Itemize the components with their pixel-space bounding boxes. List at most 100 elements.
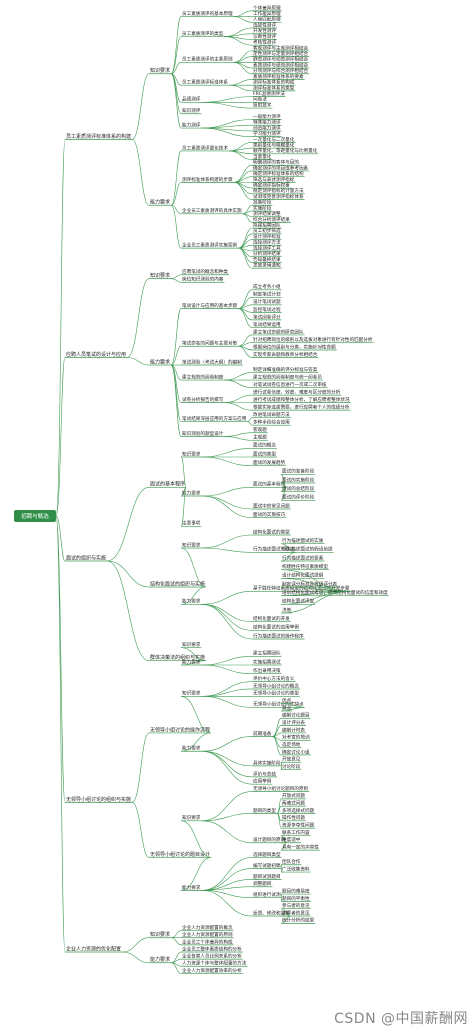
section-3-0-1-0-3: 对考官的培训 <box>282 734 310 741</box>
section-0-0-0-0-connector <box>233 10 253 17</box>
section-3-1-1-0: 选择题目类型 <box>253 851 281 858</box>
section-1-1-0-4: 笔试阅卷评分 <box>253 313 281 320</box>
section-3-1-0-1-3: 操作性问题 <box>282 814 305 821</box>
section-3-0-1-0-5-connector <box>272 736 282 756</box>
section-2-1-1-0-5: 决策 <box>282 606 292 613</box>
section-0-1-3-6-connector <box>238 247 253 263</box>
section-3-1-1-5-connector <box>201 890 253 917</box>
section-2-2-1-2-connector <box>201 664 253 674</box>
section-0-1-2-3: 综合分析测评结果 <box>253 216 290 223</box>
section-2-1-1-0-5-connector <box>280 591 351 614</box>
section-3-0-1-connector <box>180 732 212 752</box>
section-2-1-1-1: 结构化面试的开发 <box>253 615 290 622</box>
section-2-0: 面试的基本程序 <box>150 481 185 488</box>
section-3-1-1-5-0: 参与者的意见 <box>282 902 310 909</box>
section-4-0-1: 企业人力资源配置的原则 <box>182 931 233 938</box>
section-2-1-1-0-0: 构建胜任特征素质模型 <box>282 563 328 570</box>
section-0-0-1-3: 考核性测评 <box>253 39 276 46</box>
section-2-1-1-2: 结构化面试的应用举例 <box>253 624 299 631</box>
section-1-1-4-1: 进行考试成绩和整体分析，了解应聘者整体状况 <box>253 396 350 403</box>
section-0-0-4-0: FRC品德测评法 <box>253 90 285 97</box>
section-3-1-0: 知识要求 <box>182 814 201 821</box>
section-2-2-1: 能力要求 <box>182 658 201 665</box>
section-0-1-1-0: 明确测评的客体与目的 <box>253 159 299 166</box>
section-2-0-1-0-3: 面试的评价阶段 <box>282 494 315 501</box>
section-1-1-4-2: 根据实际选拔需要，进行应聘者个人的成绩分析 <box>253 404 350 411</box>
section-2-1-1: 能力要求 <box>182 598 201 605</box>
section-0-0-6: 能力测评 <box>182 121 201 128</box>
section-3-0-connector <box>131 732 150 803</box>
section-3-0-0-3-connector <box>201 696 253 708</box>
section-4-1-connector <box>121 951 150 964</box>
section-0-1-1-3: 筛选与表述测评指标 <box>253 176 295 183</box>
section-0-0-2-4-connector <box>233 62 253 75</box>
section-0-1-3: 企业员工素质测评实施案例 <box>182 242 238 249</box>
section-2-0-0-1: 面试的类型 <box>253 450 276 457</box>
section-0-0-3-1: 测评标准体系的构成 <box>253 79 295 86</box>
section-0-1-0-3-connector <box>228 150 253 160</box>
section-2-1-1-1-connector <box>201 604 253 622</box>
section-1-1-5-0-connector <box>247 417 253 422</box>
section-0-0-1-3-connector <box>224 36 253 46</box>
root-node: 招聘与甄选 <box>14 510 56 522</box>
section-0-1-2-connector <box>170 204 182 215</box>
section-2-0-1-0-connector <box>201 487 253 497</box>
section-0-1-3-6: 告知最终结果 <box>253 256 281 263</box>
section-0-1-0-3: 当量量化 <box>253 153 272 160</box>
section-3-0-1-2-connector <box>201 750 253 778</box>
section-0-0: 知识要求 <box>150 67 170 74</box>
section-0-0-2-3: 素质测评与绩效测评相结合 <box>253 61 309 68</box>
section-0-0-6-connector <box>170 73 182 129</box>
section-0-0-3: 员工素质测评标准体系 <box>182 79 228 86</box>
section-1-1-0-5: 笔试结果运用 <box>253 321 281 328</box>
section-0-1-1-1: 确定测评的项目或参考因素 <box>253 164 309 171</box>
section-3-1-0-1-0: 开放式问题 <box>282 792 305 799</box>
section-0-0-1-2: 诊断性测评 <box>253 33 276 40</box>
section-1-1-5-0: 改进笔试命题方法 <box>253 411 290 418</box>
section-0-1-3-5: 分析测评结果 <box>253 250 281 257</box>
section-1-1-3-1: 建立规范的阅卷制度与统一阅卷员 <box>253 373 322 380</box>
section-2-1-1-0-4: 结构化面试评定 <box>282 598 315 605</box>
section-3-1-0-2-0: 联系工作内容 <box>282 829 310 836</box>
section-3-1-1-4-0: 题目的难易度 <box>282 887 310 894</box>
section-2-1-0-1-0: 行为描述面试的实质 <box>282 537 324 544</box>
section-4-1-0: 企业员工整体素质结构的分析 <box>182 945 242 952</box>
section-0-1-0: 员工素质测评量化技术 <box>182 144 228 151</box>
section-0-1-3-1-connector <box>238 233 253 249</box>
section-0-0-0-1: 工作差异原理 <box>253 10 281 17</box>
section-3-1-1-4: 组织进行试测 <box>253 891 281 898</box>
section-2-0-connector <box>106 487 150 562</box>
section-1-1-5-1-connector <box>247 421 253 426</box>
section-2-1-connector <box>106 560 150 588</box>
section-2-1-1-3: 行为描述面试的操作程序 <box>253 632 304 639</box>
section-0-0-3-2-connector <box>228 84 253 92</box>
section-2-1-1-0-connector <box>201 591 253 605</box>
section-1-1-5: 笔试结果深层应用的方案与应用 <box>182 415 247 422</box>
section-2-0-0-connector <box>180 456 187 488</box>
section-0-0-6-2: 创造能力测评 <box>253 124 281 131</box>
section-4-1: 能力要求 <box>150 956 170 963</box>
section-1-1-4-2-connector <box>224 402 253 411</box>
section-1-0-connector <box>126 278 150 358</box>
section-3-1: 无领导小组讨论的题目设计 <box>150 851 210 858</box>
section-1-1-6-connector <box>170 364 182 437</box>
section-1-0-0-connector <box>170 274 182 279</box>
section-0-0-2-2: 静态测评与动态测评相结合 <box>253 56 309 63</box>
section-0-0-6-3: 学习能力测评 <box>253 130 281 137</box>
section-1-1-6-0-connector <box>224 432 253 437</box>
section-2-1-0-0: 结构化面试的类型 <box>253 528 290 535</box>
section-3-1-1-3: 调整题目 <box>253 880 271 887</box>
section-3-1-0-2-1: 难度适中 <box>282 836 301 843</box>
section-3-1-0-2-2: 具有一定的冲突性 <box>282 844 319 851</box>
section-0-0-5-connector <box>170 73 182 115</box>
section-3-1-0-1-4-connector <box>276 813 282 829</box>
section-3-1-0-connector <box>180 820 212 858</box>
section-2-1-1-2-connector <box>201 604 253 631</box>
section-0-1-1-6-connector <box>233 182 253 200</box>
section-3-0-1-0-4: 选定场地 <box>282 741 301 748</box>
section-2-2-1-1: 实施招聘测试 <box>253 658 281 665</box>
section-2-0-0-0: 面试的概念 <box>253 442 276 449</box>
section-3-1-1-1-1: 广泛收集资料 <box>282 865 310 872</box>
section-1-1-5-1: 多种手段综合应用 <box>253 419 290 426</box>
section-0-1-1: 测评标准体系构建的步骤 <box>182 176 233 183</box>
